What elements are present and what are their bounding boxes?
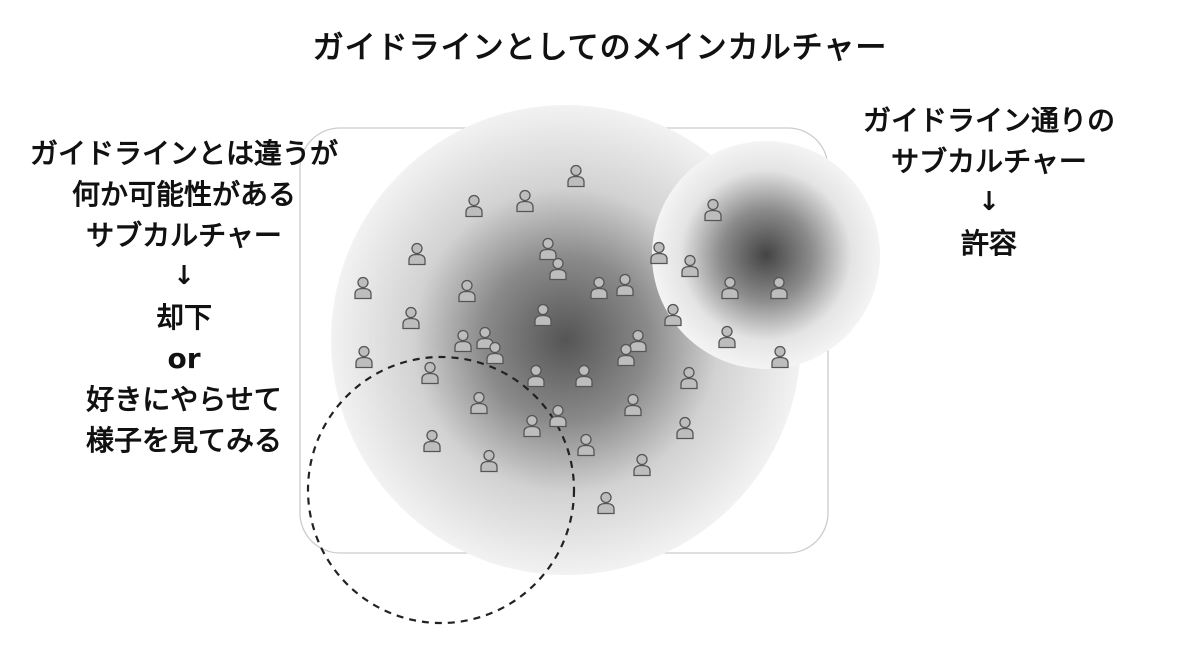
left-label-line: 好きにやらせて xyxy=(86,383,282,416)
right-label-line: 許容 xyxy=(960,227,1017,260)
right-label-line: ガイドライン通りの xyxy=(862,104,1115,137)
left-label-line: ガイドラインとは違うが xyxy=(29,137,338,170)
left-label-line: 却下 xyxy=(155,301,212,334)
left-label-line: 様子を見てみる xyxy=(85,424,282,457)
page-title: ガイドラインとしてのメインカルチャー xyxy=(312,30,888,66)
right-label-line: サブカルチャー xyxy=(891,145,1087,178)
left-label-line: or xyxy=(167,342,201,375)
left-label: ガイドラインとは違うが 何か可能性がある サブカルチャー ↓ 却下 or 好きに… xyxy=(0,133,368,461)
divergent-subculture-circle xyxy=(306,355,576,625)
guideline-subculture-circle xyxy=(652,141,880,369)
down-arrow-icon: ↓ xyxy=(978,187,1000,217)
down-arrow-icon: ↓ xyxy=(173,261,195,291)
right-label: ガイドライン通りの サブカルチャー ↓ 許容 xyxy=(836,100,1142,264)
left-label-line: 何か可能性がある xyxy=(71,178,296,211)
left-label-line: サブカルチャー xyxy=(86,219,282,252)
